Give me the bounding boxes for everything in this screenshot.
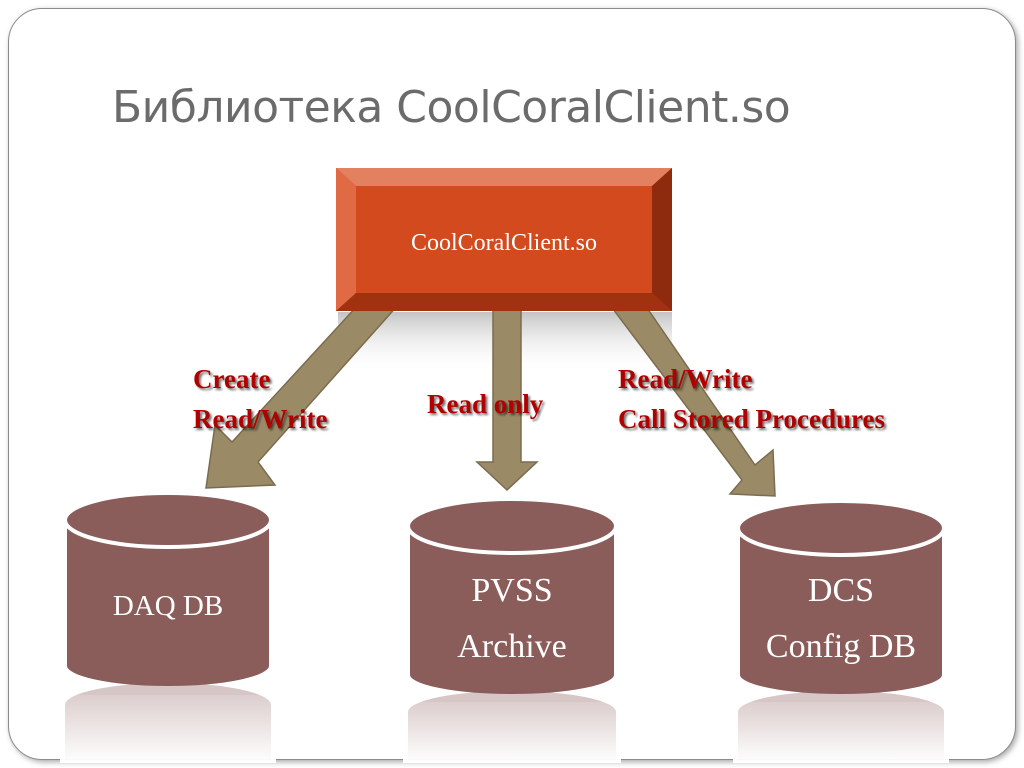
db-cylinder-daq: [60, 491, 276, 763]
connection-label-dcs: Read/Write Call Stored Procedures: [618, 359, 885, 439]
arrow-middle: [475, 304, 539, 492]
db-label-pvss: PVSS Archive: [408, 563, 616, 675]
connection-label-daq: Create Read/Write: [193, 359, 327, 439]
slide-title: Библиотека CoolCoralClient.so: [112, 82, 791, 133]
db-label-daq: DAQ DB: [65, 586, 271, 626]
db-label-line: DCS: [807, 572, 875, 609]
arrow-left: [205, 304, 400, 489]
connection-label-line: Create: [193, 364, 271, 394]
connection-label-line: Call Stored Procedures: [618, 404, 885, 434]
library-box: CoolCoralClient.so: [336, 168, 672, 311]
db-label-line: DAQ DB: [112, 590, 224, 622]
db-label-line: Config DB: [765, 628, 917, 665]
db-label-line: PVSS: [471, 572, 553, 609]
arrow-right: [608, 304, 776, 497]
library-box-label: CoolCoralClient.so: [411, 230, 597, 256]
db-cylinder-pvss: [403, 497, 621, 763]
connection-label-pvss: Read only: [427, 384, 543, 424]
connection-label-line: Read only: [427, 389, 544, 419]
connection-label-line: Read/Write: [618, 364, 753, 394]
db-label-line: Archive: [457, 628, 567, 665]
db-cylinder-dcs: [733, 499, 949, 763]
connection-label-line: Read/Write: [193, 404, 328, 434]
db-label-dcs: DCS Config DB: [738, 563, 944, 675]
